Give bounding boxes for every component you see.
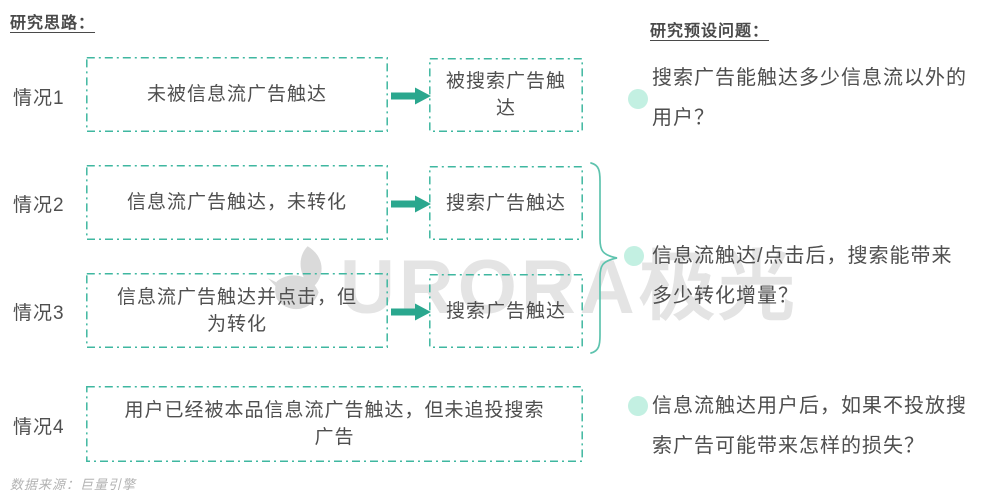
- aurora-bird-logo-icon: [268, 246, 322, 310]
- dashed-border: [429, 274, 583, 348]
- arrow-right-icon: [391, 87, 431, 105]
- box-line: 被搜索广告触: [445, 71, 566, 92]
- flow-box-s1-result: 被搜索广告触 达: [429, 58, 583, 132]
- dashed-border: [429, 166, 583, 240]
- question-2: 信息流触达/点击后，搜索能带来 多少转化增量？: [652, 236, 993, 316]
- bullet-dot: [624, 246, 644, 266]
- right-section-title: 研究预设问题：: [650, 23, 770, 40]
- question-3: 信息流触达用户后，如果不投放搜 索广告可能带来怎样的损失？: [652, 386, 993, 466]
- flow-box-s3-result: 搜索广告触达: [429, 274, 583, 348]
- flow-box-s2-result: 搜索广告触达: [429, 166, 583, 240]
- arrow-right-icon: [391, 303, 431, 321]
- question-line: 信息流触达/点击后，搜索能带来: [652, 245, 953, 267]
- scenario-label-2: 情况2: [13, 195, 65, 216]
- question-line: 信息流触达用户后，如果不投放搜: [652, 395, 967, 417]
- arrow-right-icon: [391, 195, 431, 213]
- dashed-border: [429, 58, 583, 132]
- bullet-dot: [628, 89, 648, 109]
- question-line: 多少转化增量？: [652, 285, 799, 307]
- curly-brace: [590, 162, 618, 354]
- question-line: 用户？: [652, 107, 715, 129]
- data-source-note: 数据来源：巨量引擎: [10, 477, 137, 492]
- bullet-dot: [628, 396, 648, 416]
- left-section-title: 研究思路：: [10, 15, 96, 32]
- flow-box-s3-state: 信息流广告触达并点击，但 为转化: [86, 273, 388, 348]
- box-line: 达: [495, 98, 516, 119]
- question-1: 搜索广告能触达多少信息流以外的 用户？: [652, 58, 993, 138]
- box-line: 信息流广告触达并点击，但: [116, 286, 357, 308]
- box-line: 广告: [314, 427, 355, 448]
- dashed-border: [86, 386, 583, 462]
- dashed-border: [86, 165, 388, 240]
- box-line: 搜索广告触达: [445, 192, 566, 214]
- box-line: 为转化: [206, 313, 267, 335]
- box-line: 用户已经被本品信息流广告触达，但未追投搜索: [124, 400, 545, 421]
- scenario-label-1: 情况1: [13, 88, 65, 109]
- flow-box-s2-state: 信息流广告触达，未转化: [86, 165, 388, 240]
- box-line: 信息流广告触达，未转化: [126, 192, 347, 213]
- dashed-border: [86, 57, 388, 132]
- flow-box-s1-state: 未被信息流广告触达: [86, 57, 388, 132]
- question-line: 搜索广告能触达多少信息流以外的: [652, 67, 967, 89]
- box-line: 未被信息流广告触达: [146, 84, 327, 105]
- flow-box-s4-state: 用户已经被本品信息流广告触达，但未追投搜索 广告: [86, 386, 583, 462]
- scenario-label-4: 情况4: [13, 417, 65, 438]
- scenario-label-3: 情况3: [13, 303, 65, 324]
- box-line: 搜索广告触达: [445, 300, 566, 322]
- dashed-border: [86, 273, 388, 348]
- question-line: 索广告可能带来怎样的损失？: [652, 435, 925, 457]
